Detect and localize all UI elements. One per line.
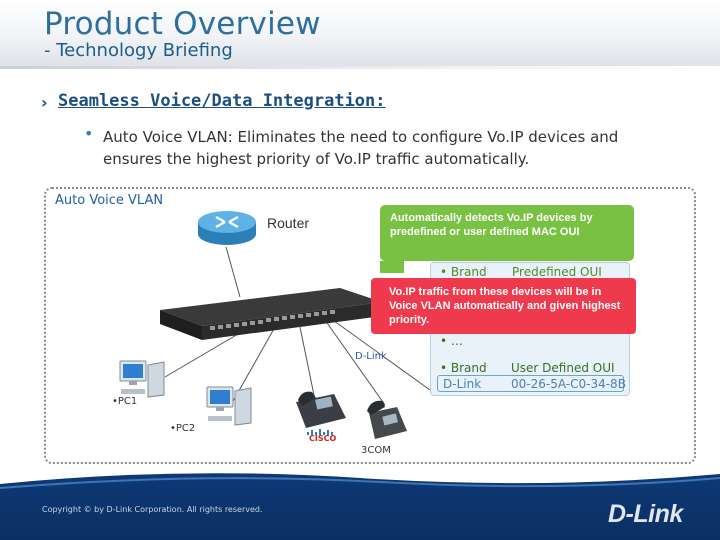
slide-title: Product Overview [44, 6, 321, 42]
cisco-logo-icon [307, 429, 333, 435]
callout-tab [380, 261, 404, 273]
oui-ellipsis: • … [440, 334, 463, 348]
footer-band [0, 466, 720, 540]
router-icon [198, 211, 256, 245]
router-label: Router [267, 215, 310, 231]
ip-phone-icon [367, 400, 407, 439]
switch-brand-label: D-Link [355, 351, 387, 362]
header-band [0, 0, 720, 69]
footer-wave [0, 466, 720, 489]
oui-row-brand: D-Link [443, 377, 482, 391]
oui-brand-header-2: • Brand [440, 361, 487, 375]
oui-row-highlight [437, 375, 624, 392]
oui-predefined-header: Predefined OUI [512, 265, 602, 279]
header-rule [0, 66, 720, 69]
pc1-label: •PC1 [112, 396, 138, 407]
section-heading: Seamless Voice/Data Integration: [58, 91, 386, 111]
switch-icon [160, 288, 382, 340]
pc-icon [119, 360, 165, 398]
ip-phone-icon [296, 391, 346, 428]
dlink-logo: D-Link [608, 500, 683, 528]
slide-subtitle: - Technology Briefing [44, 40, 233, 61]
diagram-title: Auto Voice VLAN [55, 193, 164, 208]
pc2-label: •PC2 [170, 423, 196, 434]
third-phone-label: 3COM [361, 445, 391, 456]
copyright-text: Copyright © by D-Link Corporation. All r… [42, 505, 263, 514]
bullet-icon: • [84, 124, 94, 143]
auto-detect-callout: Automatically detects Vo.IP devices by p… [380, 205, 634, 261]
bullet-text: Auto Voice VLAN: Eliminates the need to … [103, 128, 619, 168]
oui-brand-header: • Brand [440, 265, 487, 279]
oui-user-defined-header: User Defined OUI [511, 361, 615, 375]
cisco-label: CISCO [309, 434, 337, 443]
pc-icon [206, 386, 252, 426]
chevron-right-icon: › [41, 93, 48, 112]
oui-row-value: 00-26-5A-C0-34-8B [511, 377, 626, 391]
priority-callout: Vo.IP traffic from these devices will be… [371, 278, 636, 334]
